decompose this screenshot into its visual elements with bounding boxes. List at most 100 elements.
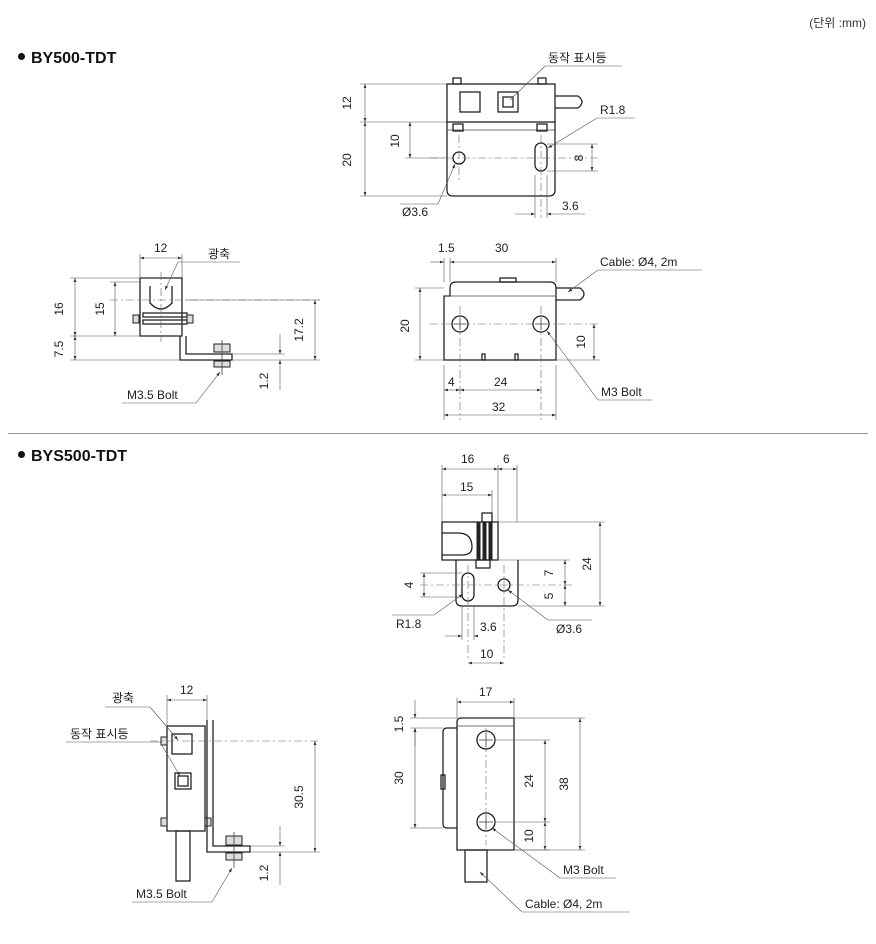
dim-label: 24: [494, 375, 508, 389]
bracket-flange: [442, 727, 457, 829]
sensor-top-body: [456, 717, 515, 851]
dim-label: 12: [180, 683, 194, 697]
callout-label: Ø3.6: [556, 622, 582, 636]
bullet-icon: [18, 451, 25, 459]
dim-label: 15: [93, 302, 107, 316]
section-title-text: BYS500-TDT: [31, 448, 128, 465]
mount-bracket: [455, 560, 519, 607]
lens-window: [459, 91, 481, 113]
callout-label: Cable: Ø4, 2m: [600, 255, 677, 269]
mount-bracket: [446, 122, 556, 197]
callout-label: 광축: [112, 691, 134, 705]
dim-label: 6: [503, 452, 510, 466]
sensor-side-body: [139, 277, 183, 337]
sensor-side-body: [166, 725, 206, 832]
section-title-text: BY500-TDT: [31, 50, 117, 67]
callout-label: 광축: [208, 247, 230, 261]
indicator-led-icon: [502, 96, 514, 108]
section-divider: [8, 433, 868, 434]
dim-label: 20: [398, 319, 412, 333]
notch: [440, 774, 446, 790]
dim-label: 7.5: [52, 340, 66, 357]
dim-label: 24: [580, 557, 594, 571]
dim-label: 24: [522, 774, 536, 788]
section-title-by500: BY500-TDT: [18, 50, 116, 68]
screw-head: [475, 559, 491, 569]
cable-stub: [555, 95, 583, 109]
mount-bracket: [179, 336, 233, 361]
callout-label: 동작 표시등: [548, 51, 607, 65]
by500-top-view: 1.5 30 20 10 4 24 32 Cable: Ø4, 2m M3 Bo…: [398, 241, 702, 420]
cable: [175, 830, 191, 882]
dim-label: 5: [542, 592, 556, 599]
bys500-front-view: 16 6 15 24 7 5 4 3.6 10 R1.8 Ø3.6: [392, 452, 605, 665]
dim-label: 1.5: [438, 241, 455, 255]
band: [142, 319, 188, 325]
by500-front-view: 12 20 10 8 3.6 Ø3.6 R1.8 동작 표시등: [340, 51, 635, 219]
sensor-top-body: [443, 281, 557, 361]
sensor-head-body: [446, 83, 556, 123]
callout-label: R1.8: [396, 617, 422, 631]
indicator-window: [174, 772, 192, 790]
dim-label: 30: [392, 771, 406, 785]
callout-label: R1.8: [600, 103, 626, 117]
screw-side: [186, 314, 194, 324]
indicator-window: [497, 91, 519, 113]
dim-label: 12: [340, 96, 354, 110]
lens-window: [171, 733, 193, 755]
screw-side: [204, 817, 212, 827]
dim-label: 17: [479, 685, 493, 699]
bullet-icon: [18, 53, 25, 61]
dim-label: 10: [574, 335, 588, 349]
band: [142, 312, 188, 318]
bys500-side-view: 12 30.5 1.2 광축 동작 표시등 M3.5 Bolt: [66, 683, 320, 903]
dim-label: 32: [492, 400, 506, 414]
screw-head: [452, 123, 464, 132]
dim-label: 30.5: [292, 785, 306, 809]
lens-cup: [442, 532, 473, 556]
section-title-bys500: BYS500-TDT: [18, 448, 127, 466]
dim-label: 8: [572, 154, 586, 161]
dim-label: 12: [154, 241, 168, 255]
screw-head: [452, 77, 462, 85]
callout-label: M3.5 Bolt: [136, 887, 187, 901]
unit-note: (단위 :mm): [809, 16, 866, 30]
dim-label: 4: [448, 375, 455, 389]
dim-label: 16: [52, 302, 66, 316]
dim-label: 20: [340, 153, 354, 167]
dim-label: 38: [557, 777, 571, 791]
dim-label: 10: [522, 829, 536, 843]
callout-label: M3 Bolt: [563, 863, 604, 877]
mount-hole: [497, 578, 511, 592]
dim-label: 10: [388, 134, 402, 148]
bys500-top-view: 17 1.5 30 24 10 38 M3 Bolt Cable: Ø4, 2m: [392, 685, 630, 913]
by500-side-view: 12 16 7.5 15 17.2 1.2 광축 M3.5 Bolt: [52, 241, 320, 404]
dim-label: 16: [461, 452, 475, 466]
band: [476, 521, 481, 561]
cable-stub: [556, 287, 585, 301]
dim-label: 17.2: [292, 318, 306, 342]
dim-label: 7: [542, 569, 556, 576]
dim-label: 10: [480, 647, 494, 661]
notch: [481, 353, 486, 361]
dim-label: 1.2: [257, 372, 271, 389]
callout-label: Cable: Ø4, 2m: [525, 897, 602, 911]
dim-label: 3.6: [480, 620, 497, 634]
cable: [464, 849, 488, 883]
indicator-led-icon: [177, 775, 189, 787]
notch: [514, 353, 519, 361]
callout-label: M3 Bolt: [601, 385, 642, 399]
screw-head: [481, 512, 493, 523]
dim-label: 1.2: [257, 864, 271, 881]
mount-bracket: [206, 720, 251, 853]
dim-label: 15: [460, 480, 474, 494]
callout-label: Ø3.6: [402, 205, 428, 219]
screw-side: [160, 817, 168, 827]
dim-label: 1.5: [392, 715, 406, 732]
screw-head: [536, 123, 548, 132]
top-tab: [499, 277, 517, 283]
dim-label: 4: [402, 581, 416, 588]
band: [482, 521, 487, 561]
band: [488, 521, 493, 561]
